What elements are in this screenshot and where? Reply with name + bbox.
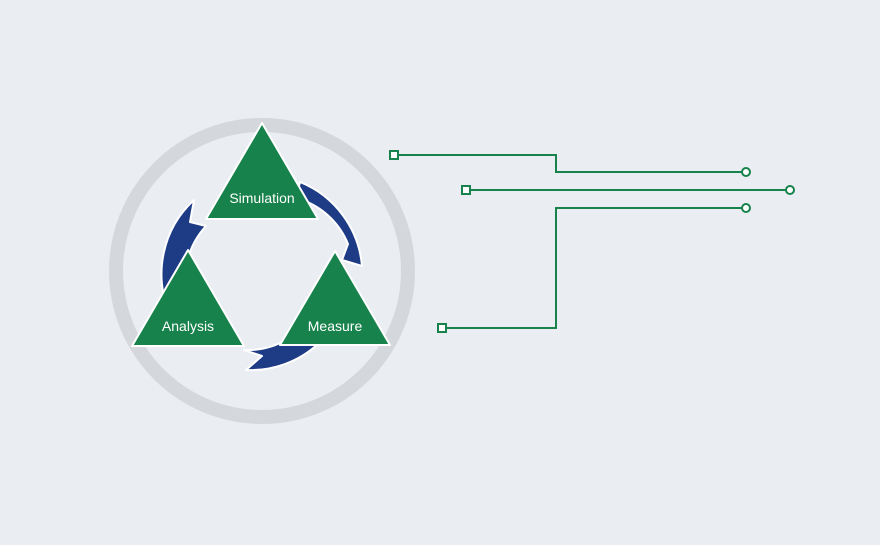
square-terminal-2 [461,185,471,195]
measure-label: Measure [308,318,363,334]
connector-end-terminals [741,167,795,213]
circle-terminal-3 [741,203,751,213]
connector-line-1 [398,154,742,173]
connector-start-terminals [389,150,471,333]
connector-line-3 [446,207,742,329]
simulation-triangle [205,122,319,220]
connectors [398,154,786,329]
measure-triangle [279,250,391,346]
arrow-simulation-to-measure [295,181,363,267]
step-triangles [131,122,391,347]
simulation-label: Simulation [229,190,294,206]
circle-terminal-1 [741,167,751,177]
circle-terminal-2 [785,185,795,195]
analysis-label: Analysis [162,318,214,334]
analysis-triangle [131,249,245,347]
square-terminal-3 [437,323,447,333]
square-terminal-1 [389,150,399,160]
